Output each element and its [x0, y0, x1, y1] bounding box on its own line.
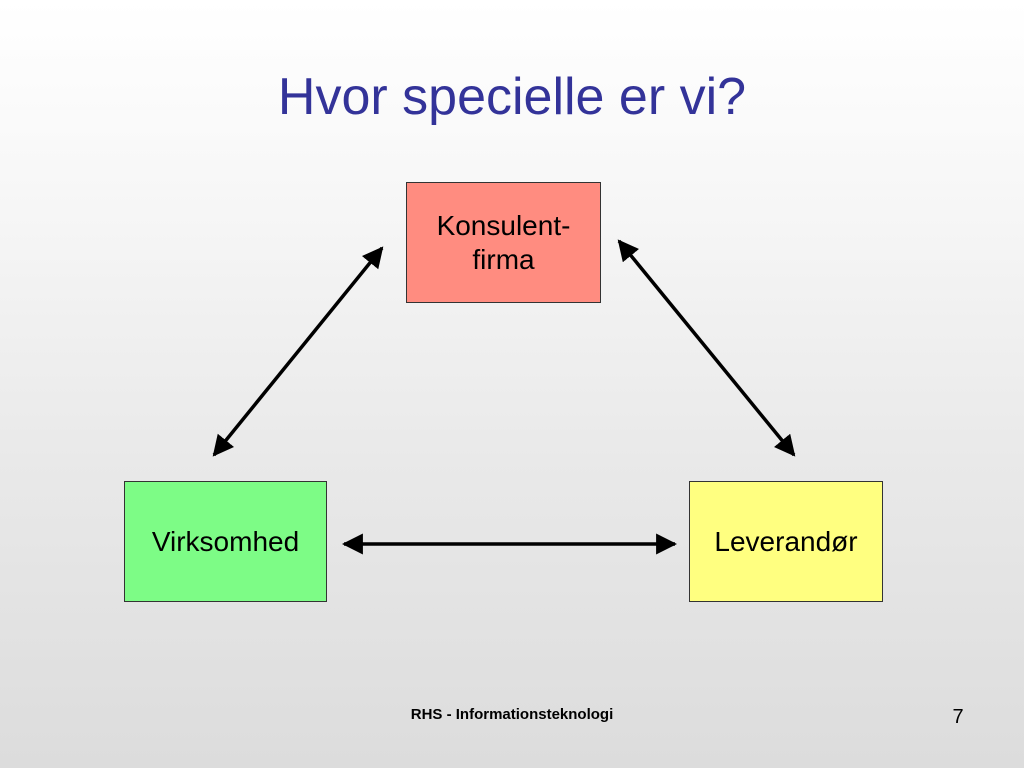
slide-footer: RHS - Informationsteknologi: [410, 706, 614, 723]
node-konsulentfirma: Konsulent- firma: [406, 182, 601, 303]
arrow-top-right: [617, 239, 796, 457]
arrow-left-top: [212, 246, 384, 457]
node-virksomhed: Virksomhed: [124, 481, 327, 602]
page-number: 7: [952, 706, 964, 728]
node-leverandor: Leverandør: [689, 481, 883, 602]
slide-title: Hvor specielle er vi?: [277, 68, 747, 126]
